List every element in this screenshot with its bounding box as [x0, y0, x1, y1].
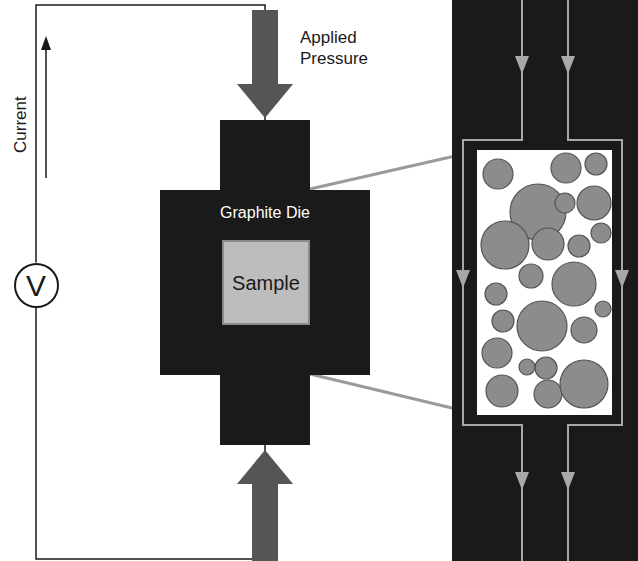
current-paths: [463, 0, 622, 561]
current-heads: [456, 56, 629, 490]
zoom-panel: [452, 0, 638, 561]
powder-sample: [477, 150, 612, 415]
zoom-line: [310, 374, 477, 414]
graphite-die: Graphite DieSample: [160, 120, 370, 445]
pressure-arrow: [237, 10, 293, 118]
voltmeter-symbol: V: [14, 263, 59, 308]
node-text: V: [26, 269, 46, 302]
powder-particles: [481, 153, 611, 408]
node-text: Graphite Die: [160, 204, 370, 222]
die-shape: [160, 120, 370, 445]
current-label: Current: [10, 90, 31, 160]
pressure-arrow: [237, 450, 293, 561]
zoom-line: [310, 151, 477, 189]
current-arrow-head: [41, 36, 51, 50]
node-text: Sample: [232, 272, 300, 294]
sample-box: Sample: [222, 240, 310, 325]
pressure-label: Applied Pressure: [300, 27, 386, 70]
current-arrow-line: [45, 50, 47, 178]
